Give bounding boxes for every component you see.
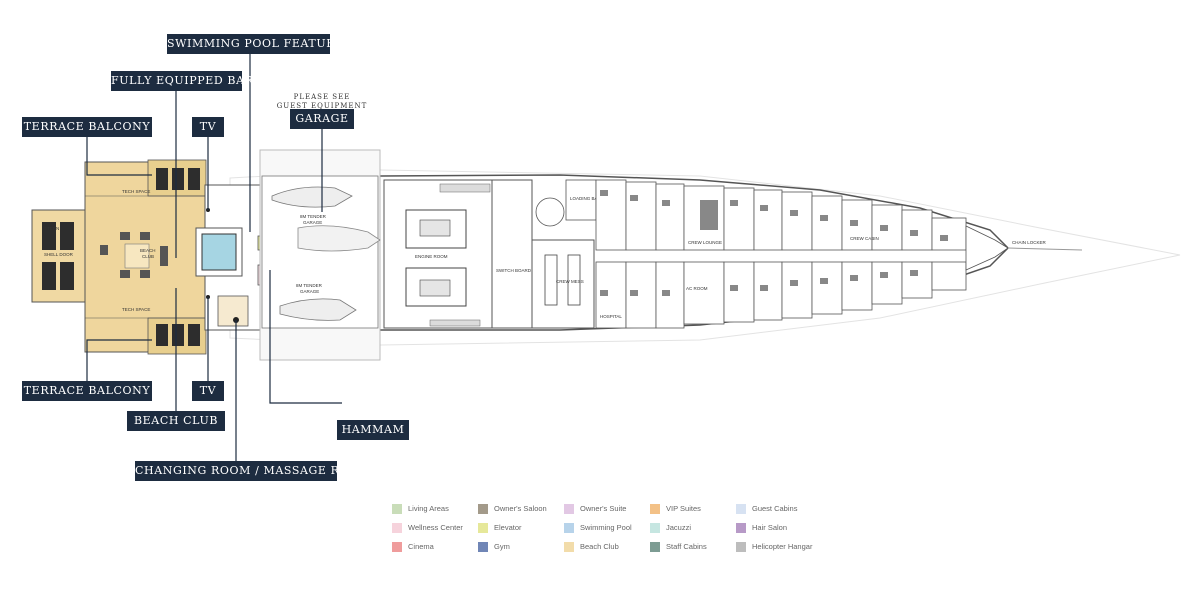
legend-item: Hair Salon bbox=[736, 522, 787, 534]
legend-item: Guest Cabins bbox=[736, 503, 797, 515]
legend-swatch bbox=[392, 542, 402, 553]
svg-text:LOADING BAY: LOADING BAY bbox=[570, 196, 600, 201]
legend-swatch bbox=[564, 523, 574, 534]
callout-changing-massage-room: CHANGING ROOM / MASSAGE ROOM bbox=[135, 461, 370, 481]
svg-text:BEACH: BEACH bbox=[140, 248, 156, 253]
svg-text:SWITCH BOARD: SWITCH BOARD bbox=[496, 268, 532, 273]
legend-label: Cinema bbox=[408, 542, 434, 551]
legend-label: Guest Cabins bbox=[752, 504, 798, 513]
legend-item: Gym bbox=[478, 541, 510, 553]
svg-text:CREW CABIN: CREW CABIN bbox=[850, 236, 879, 241]
svg-text:ENGINE ROOM: ENGINE ROOM bbox=[415, 254, 448, 259]
svg-text:HOSPITAL: HOSPITAL bbox=[600, 314, 622, 319]
garage-note-line1: PLEASE SEE bbox=[293, 93, 351, 101]
crew-mess bbox=[531, 239, 595, 329]
legend-label: Owner's Suite bbox=[580, 504, 627, 513]
legend-item: Helicopter Hangar bbox=[736, 541, 812, 553]
callout-fully-equipped-bar: FULLY EQUIPPED BAR bbox=[111, 71, 253, 91]
bow-compartment bbox=[965, 225, 1009, 271]
legend-label: Gym bbox=[494, 542, 510, 551]
legend-swatch bbox=[564, 504, 574, 515]
legend-label: Jacuzzi bbox=[666, 523, 692, 532]
legend-swatch bbox=[478, 542, 488, 553]
beach-club-furniture bbox=[100, 232, 168, 278]
legend-item: Jacuzzi bbox=[650, 522, 691, 534]
callout-hammam: HAMMAM bbox=[337, 420, 409, 440]
legend-swatch bbox=[736, 504, 746, 515]
legend-swatch bbox=[736, 542, 746, 553]
legend-label: Elevator bbox=[494, 523, 522, 532]
legend-swatch bbox=[650, 504, 660, 515]
svg-text:GARAGE: GARAGE bbox=[303, 220, 322, 225]
legend-label: Helicopter Hangar bbox=[752, 542, 813, 551]
swimming-pool bbox=[201, 233, 237, 271]
legend-item: Living Areas bbox=[392, 503, 449, 515]
legend-label: Wellness Center bbox=[408, 523, 463, 532]
legend-label: Staff Cabins bbox=[666, 542, 707, 551]
legend-label: Beach Club bbox=[580, 542, 619, 551]
svg-text:CREW LOUNGE: CREW LOUNGE bbox=[688, 240, 722, 245]
legend-item: Wellness Center bbox=[392, 522, 463, 534]
sunbeds bbox=[42, 168, 200, 346]
legend-swatch bbox=[392, 523, 402, 534]
legend-swatch bbox=[478, 504, 488, 515]
callout-terrace-balcony-top: TERRACE BALCONY bbox=[22, 117, 152, 137]
callout-tv-top: TV bbox=[192, 117, 224, 137]
svg-text:8M TENDER: 8M TENDER bbox=[300, 214, 327, 219]
legend-label: Swimming Pool bbox=[580, 523, 632, 532]
changing-room bbox=[217, 295, 249, 327]
svg-text:8M TENDER: 8M TENDER bbox=[296, 283, 323, 288]
legend-item: Owner's Saloon bbox=[478, 503, 547, 515]
svg-text:CHAIN LOCKER: CHAIN LOCKER bbox=[1012, 240, 1047, 245]
tender-1 bbox=[271, 186, 353, 208]
svg-text:STERN: STERN bbox=[44, 226, 59, 231]
legend-swatch bbox=[650, 523, 660, 534]
legend-swatch bbox=[392, 504, 402, 515]
legend-item: Cinema bbox=[392, 541, 434, 553]
stern-door-label: SHELL DOOR bbox=[44, 252, 74, 257]
legend-label: Hair Salon bbox=[752, 523, 788, 532]
legend-swatch bbox=[650, 542, 660, 553]
callout-swimming-pool-feature: SWIMMING POOL FEATURE bbox=[167, 34, 343, 54]
svg-text:AC ROOM: AC ROOM bbox=[686, 286, 708, 291]
callout-terrace-balcony-bottom: TERRACE BALCONY bbox=[22, 381, 152, 401]
jetski-group bbox=[297, 225, 381, 252]
legend-item: Elevator bbox=[478, 522, 522, 534]
color-legend: Living Areas Owner's Saloon Owner's Suite V… bbox=[392, 503, 852, 563]
callout-garage: GARAGE bbox=[290, 109, 354, 129]
switchboard-room bbox=[491, 179, 533, 329]
callout-beach-club: BEACH CLUB bbox=[127, 411, 225, 431]
tender-2 bbox=[279, 298, 357, 321]
legend-item: Beach Club bbox=[564, 541, 619, 553]
leader-lines bbox=[86, 52, 342, 462]
svg-text:GARAGE: GARAGE bbox=[300, 289, 319, 294]
callout-tv-bottom: TV bbox=[192, 381, 224, 401]
legend-swatch bbox=[564, 542, 574, 553]
legend-swatch bbox=[736, 523, 746, 534]
legend-swatch bbox=[478, 523, 488, 534]
legend-item: Staff Cabins bbox=[650, 541, 707, 553]
legend-item: Owner's Suite bbox=[564, 503, 626, 515]
legend-label: Living Areas bbox=[408, 504, 449, 513]
cabin-fixtures bbox=[600, 190, 948, 296]
svg-text:TECH SPACE: TECH SPACE bbox=[122, 307, 150, 312]
legend-label: Owner's Saloon bbox=[494, 504, 547, 513]
svg-text:CREW MESS: CREW MESS bbox=[556, 279, 584, 284]
legend-item: Swimming Pool bbox=[564, 522, 632, 534]
legend-label: VIP Suites bbox=[666, 504, 701, 513]
crew-cabins bbox=[595, 179, 967, 329]
svg-text:CLUB: CLUB bbox=[142, 254, 154, 259]
svg-text:TECH SPACE: TECH SPACE bbox=[122, 189, 150, 194]
legend-item: VIP Suites bbox=[650, 503, 701, 515]
